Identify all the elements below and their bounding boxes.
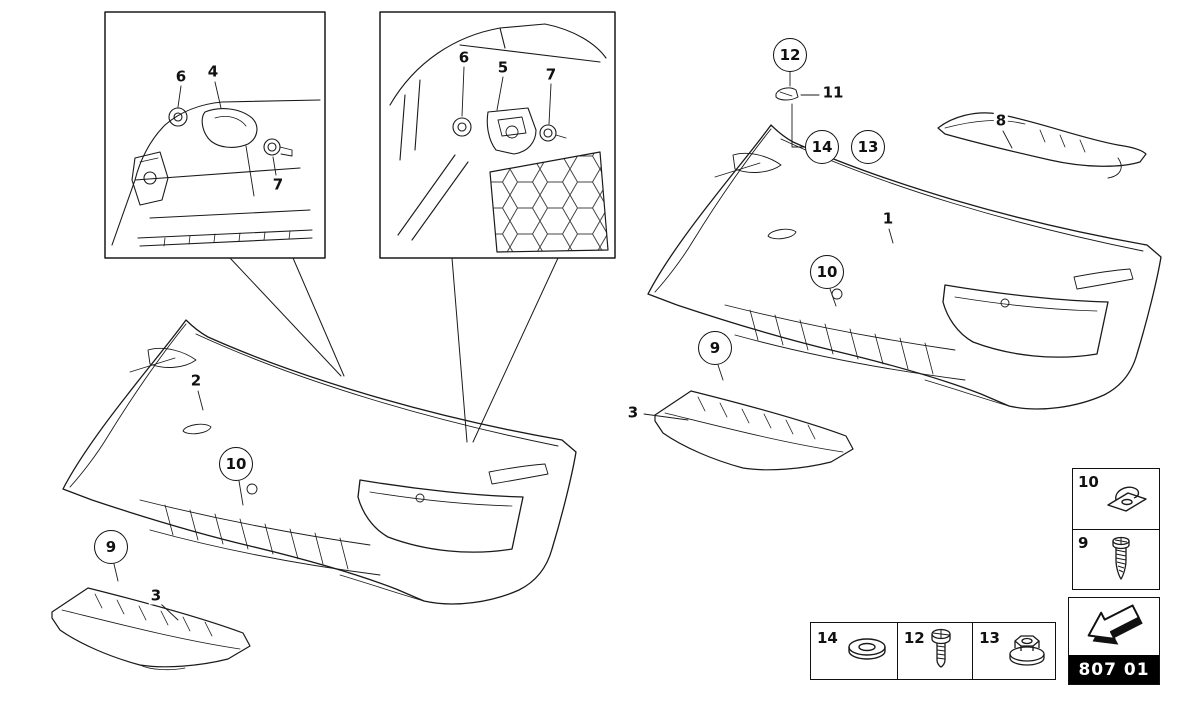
legend-label-12: 12 <box>903 629 925 647</box>
fastener-legend-vertical: 10 9 <box>1072 468 1160 590</box>
inset2-grommet-art <box>452 117 472 137</box>
direction-arrow-icon <box>1069 598 1159 655</box>
callout-10-right-circled: 10 <box>810 255 844 289</box>
callout-2-left: 2 <box>188 371 204 390</box>
legend-cell-nut: 13 <box>972 623 1055 679</box>
legend-cell-washer: 14 <box>811 623 897 679</box>
callout-3-right: 3 <box>625 403 641 422</box>
callout-13-right-circled: 13 <box>851 130 885 164</box>
callout-7-inset1: 7 <box>270 175 286 194</box>
legend-label-10: 10 <box>1078 473 1099 491</box>
callout-9-left-circled: 9 <box>94 530 128 564</box>
bolt-icon <box>930 628 952 674</box>
legend-cell-bolt: 12 <box>896 623 972 679</box>
inset-leader-lines <box>229 257 559 443</box>
callout-14-right-circled: 14 <box>805 130 839 164</box>
callout-10-left-circled: 10 <box>219 447 253 481</box>
clip-icon <box>1099 477 1154 521</box>
inset2-parking-sensor-art <box>539 124 567 142</box>
inset2-hex-grille-art <box>489 151 609 253</box>
callout-11-right: 11 <box>820 83 846 102</box>
inset1-grommet-art <box>168 107 188 127</box>
nut-icon <box>1005 632 1049 670</box>
legend-label-13: 13 <box>979 629 1000 647</box>
inset1-sensor-holder-art <box>201 108 258 197</box>
washer-icon <box>843 634 891 668</box>
page-code-box: 807 01 <box>1068 597 1160 685</box>
callout-8-right: 8 <box>993 111 1009 130</box>
callout-9-right-circled: 9 <box>698 331 732 365</box>
callout-3-left: 3 <box>148 586 164 605</box>
spoiler-strip-art <box>937 112 1147 179</box>
legend-label-9: 9 <box>1078 533 1089 552</box>
screw-icon <box>1088 536 1154 582</box>
legend-row-screw: 9 <box>1073 528 1159 590</box>
legend-label-14: 14 <box>817 629 838 647</box>
callout-5-inset2: 5 <box>495 58 511 77</box>
callout-leader-lines <box>113 66 1013 621</box>
callout-4-inset1: 4 <box>205 62 221 81</box>
callout-7-inset2: 7 <box>543 65 559 84</box>
callout-1-right: 1 <box>880 209 896 228</box>
inset1-parking-sensor-art <box>263 138 293 157</box>
right-bumper-art <box>647 124 1162 410</box>
inset-detail-box-2 <box>379 11 616 259</box>
inset1-bracket-art <box>131 151 169 206</box>
right-splitter-art <box>654 390 854 471</box>
callout-12-right-circled: 12 <box>773 38 807 72</box>
inset-detail-box-1 <box>104 11 326 259</box>
callout-6-inset2: 6 <box>456 48 472 67</box>
fastener-legend-horizontal: 14 12 13 <box>810 622 1056 680</box>
page-code-label: 807 01 <box>1069 655 1159 684</box>
inset2-sensor-bracket-art <box>486 107 537 155</box>
left-splitter-art <box>51 587 251 671</box>
callout-6-inset1: 6 <box>173 67 189 86</box>
left-bumper-art <box>62 319 577 605</box>
legend-row-clip: 10 <box>1073 469 1159 529</box>
clip-part-art <box>775 87 799 101</box>
